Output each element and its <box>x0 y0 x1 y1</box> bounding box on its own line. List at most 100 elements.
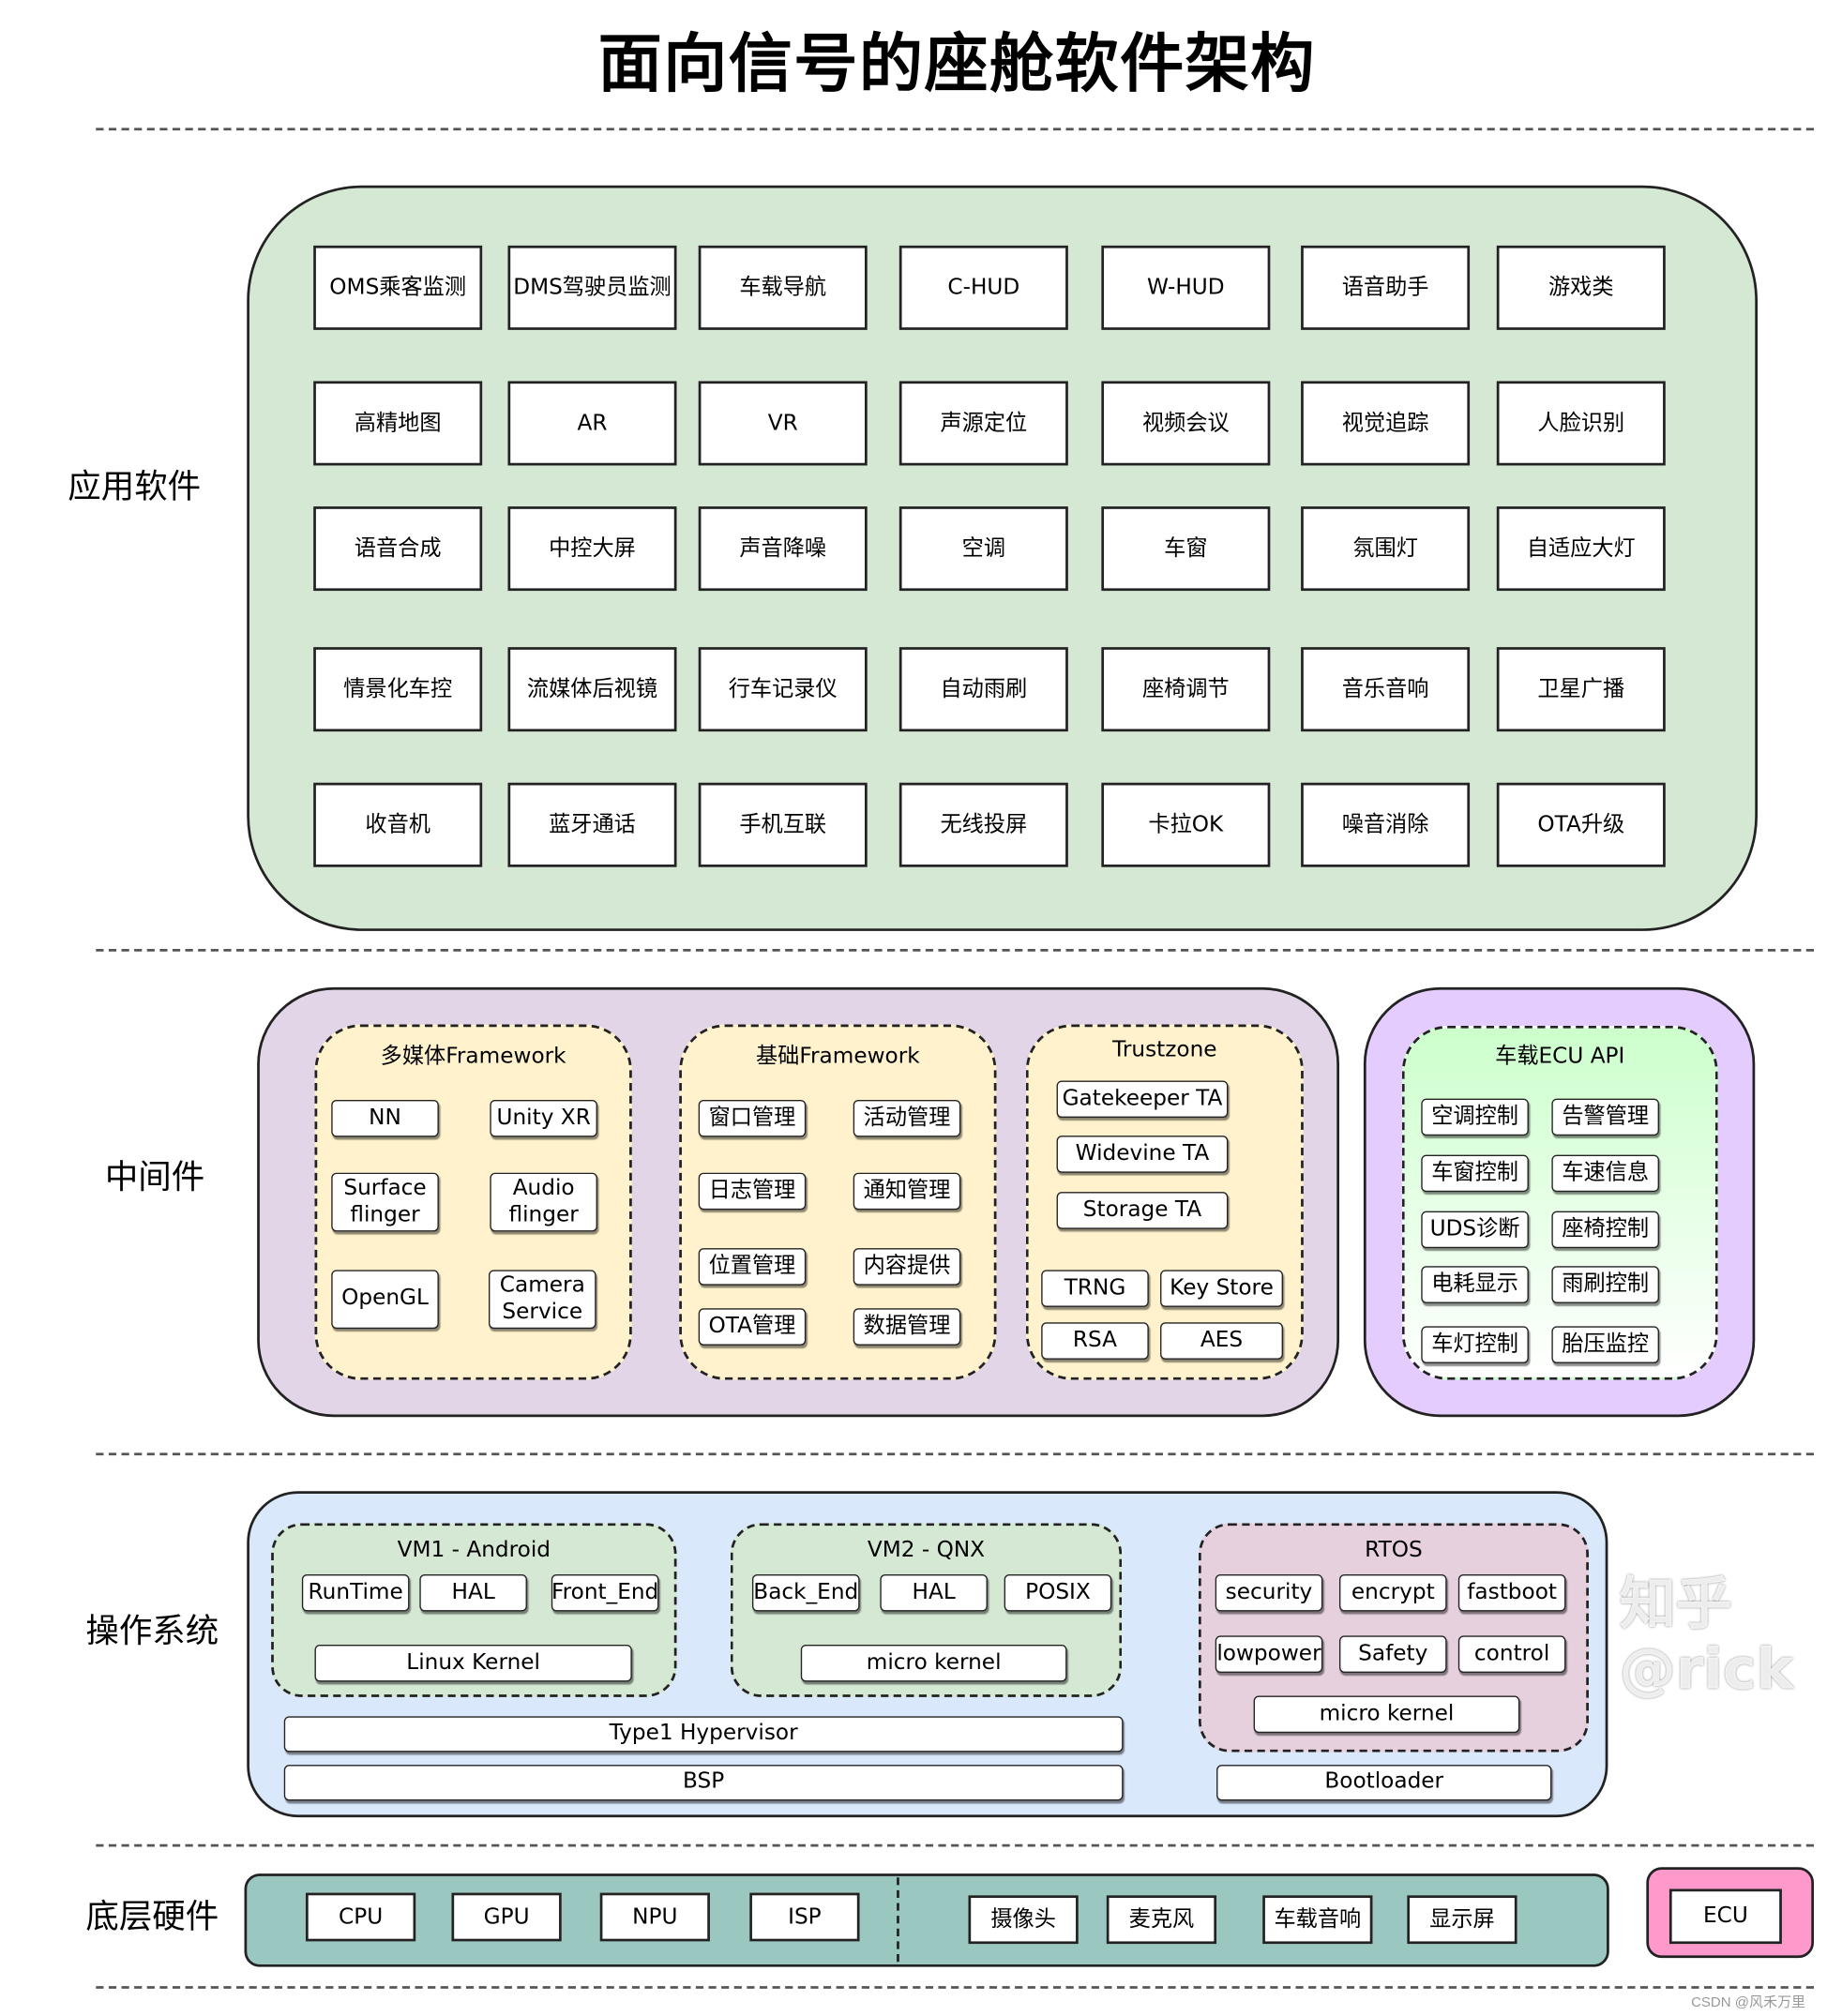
app-module-box: 车载导航 <box>698 245 868 330</box>
multimedia-item: Unity XR <box>490 1099 597 1137</box>
watermark-csdn: CSDN @风禾万里 <box>1691 1994 1806 2011</box>
divider <box>96 949 1815 952</box>
layer-label-middleware: 中间件 <box>104 1158 205 1197</box>
hardware-peripheral-box: 麦克风 <box>1106 1895 1217 1945</box>
app-module-box: W-HUD <box>1101 245 1271 330</box>
app-module-box: 无线投屏 <box>898 782 1068 867</box>
vm2-item: HAL <box>880 1573 988 1612</box>
trustzone-item: TRNG <box>1041 1270 1149 1307</box>
trustzone-item: RSA <box>1041 1322 1149 1360</box>
rtos-item: Safety <box>1339 1635 1447 1673</box>
linux-kernel-box: Linux Kernel <box>314 1644 632 1682</box>
hardware-peripheral-box: 车载音响 <box>1262 1895 1373 1945</box>
app-module-box: 游戏类 <box>1496 245 1666 330</box>
trustzone-item: Key Store <box>1160 1270 1283 1307</box>
app-module-box: 座椅调节 <box>1101 647 1271 732</box>
ecu-api-item: 座椅控制 <box>1551 1211 1659 1249</box>
group-title: 多媒体Framework <box>380 1043 566 1070</box>
app-module-box: 中控大屏 <box>507 506 677 592</box>
base-framework-item: 位置管理 <box>698 1248 807 1286</box>
ecu-api-item: 车速信息 <box>1551 1154 1659 1193</box>
hardware-compute-box: CPU <box>305 1892 416 1942</box>
app-module-box: 噪音消除 <box>1301 782 1471 867</box>
hardware-compute-box: NPU <box>599 1892 710 1942</box>
app-module-box: 收音机 <box>313 782 483 867</box>
app-module-box: OMS乘客监测 <box>313 245 483 330</box>
group-title: RTOS <box>1365 1537 1423 1563</box>
multimedia-item: OpenGL <box>331 1270 439 1330</box>
app-module-box: 车窗 <box>1101 506 1271 592</box>
hardware-panel <box>244 1873 1609 1967</box>
group-title: 车载ECU API <box>1495 1043 1625 1070</box>
app-module-box: 氛围灯 <box>1301 506 1471 592</box>
group-title: VM1 - Android <box>397 1537 551 1563</box>
multimedia-item: Surface flinger <box>331 1172 439 1232</box>
rtos-item: encrypt <box>1339 1573 1447 1612</box>
vm1-item: RunTime <box>301 1573 410 1612</box>
app-module-box: OTA升级 <box>1496 782 1666 867</box>
hardware-compute-box: ISP <box>749 1892 860 1942</box>
ecu-api-group <box>1401 1025 1718 1380</box>
divider <box>96 1986 1815 1989</box>
app-module-box: C-HUD <box>898 245 1068 330</box>
layer-label-hardware: 底层硬件 <box>85 1898 219 1936</box>
app-module-box: 人脸识别 <box>1496 381 1666 466</box>
hardware-peripheral-box: 显示屏 <box>1407 1895 1517 1945</box>
ecu-api-item: 空调控制 <box>1421 1098 1529 1136</box>
multimedia-item: NN <box>331 1099 439 1137</box>
group-title: Trustzone <box>1112 1037 1217 1063</box>
app-module-box: 流媒体后视镜 <box>507 647 677 732</box>
hypervisor-box: Type1 Hypervisor <box>283 1716 1124 1753</box>
group-title: 基础Framework <box>755 1043 920 1070</box>
layer-label-app: 应用软件 <box>68 468 202 507</box>
multimedia-item: Audio flinger <box>490 1172 597 1232</box>
base-framework-item: 内容提供 <box>853 1248 961 1286</box>
app-module-box: AR <box>507 381 677 466</box>
app-module-box: 高精地图 <box>313 381 483 466</box>
ecu-api-item: 雨刷控制 <box>1551 1266 1659 1303</box>
ecu-api-item: UDS诊断 <box>1421 1211 1529 1249</box>
app-module-box: 视频会议 <box>1101 381 1271 466</box>
app-module-box: 空调 <box>898 506 1068 592</box>
rtos-item: fastboot <box>1457 1573 1566 1612</box>
app-module-box: 声源定位 <box>898 381 1068 466</box>
app-module-box: 语音助手 <box>1301 245 1471 330</box>
app-module-box: 声音降噪 <box>698 506 868 592</box>
bsp-box: BSP <box>283 1765 1124 1801</box>
bootloader-box: Bootloader <box>1216 1765 1552 1801</box>
hardware-peripheral-box: 摄像头 <box>968 1895 1079 1945</box>
trustzone-item: AES <box>1160 1322 1283 1360</box>
base-framework-item: OTA管理 <box>698 1308 807 1346</box>
divider <box>96 1843 1815 1847</box>
app-module-box: 蓝牙通话 <box>507 782 677 867</box>
watermark-zhihu: 知乎 @rick <box>1619 1572 1794 1702</box>
divider <box>96 128 1815 131</box>
app-module-box: 自动雨刷 <box>898 647 1068 732</box>
base-framework-item: 通知管理 <box>853 1172 961 1211</box>
app-module-box: DMS驾驶员监测 <box>507 245 677 330</box>
base-framework-item: 窗口管理 <box>698 1099 807 1137</box>
ecu-api-item: 车灯控制 <box>1421 1326 1529 1363</box>
app-module-box: 自适应大灯 <box>1496 506 1666 592</box>
app-module-box: 视觉追踪 <box>1301 381 1471 466</box>
ecu-api-item: 胎压监控 <box>1551 1326 1659 1363</box>
ecu-api-item: 车窗控制 <box>1421 1154 1529 1193</box>
ecu-box: ECU <box>1668 1888 1782 1945</box>
qnx-micro-kernel-box: micro kernel <box>800 1644 1067 1682</box>
hardware-compute-box: GPU <box>451 1892 562 1942</box>
trustzone-item: Gatekeeper TA <box>1056 1080 1229 1119</box>
ecu-api-item: 电耗显示 <box>1421 1266 1529 1303</box>
app-module-box: 卫星广播 <box>1496 647 1666 732</box>
app-module-box: 情景化车控 <box>313 647 483 732</box>
multimedia-item: Camera Service <box>489 1270 596 1330</box>
vm1-item: Front_End <box>551 1573 659 1612</box>
layer-label-os: 操作系统 <box>85 1612 219 1651</box>
trustzone-item: Widevine TA <box>1056 1136 1229 1173</box>
group-title: VM2 - QNX <box>867 1537 986 1563</box>
app-module-box: 行车记录仪 <box>698 647 868 732</box>
app-module-box: 音乐音响 <box>1301 647 1471 732</box>
app-module-box: 卡拉OK <box>1101 782 1271 867</box>
vm2-item: POSIX <box>1004 1573 1112 1612</box>
base-framework-item: 活动管理 <box>853 1099 961 1137</box>
rtos-item: control <box>1457 1635 1566 1673</box>
